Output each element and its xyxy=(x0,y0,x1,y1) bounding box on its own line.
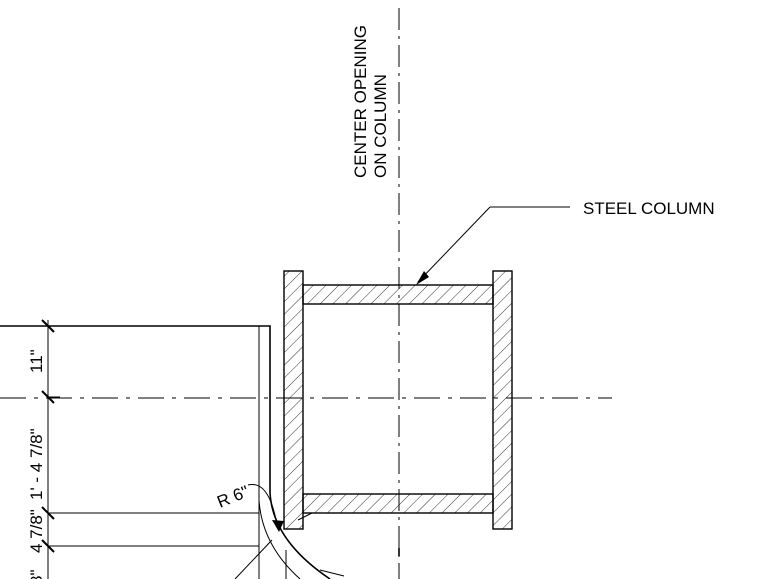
dimension-4-7-8: 4 7/8" xyxy=(27,509,46,553)
center-opening-label: CENTER OPENING ON COLUMN xyxy=(351,25,390,178)
right-flange xyxy=(492,270,513,530)
dimension-1-4-7-8: 1' - 4 7/8" xyxy=(27,428,46,500)
dimension-11: 11" xyxy=(27,349,46,373)
steel-column-label: STEEL COLUMN xyxy=(583,199,715,218)
dim-text-8: 8" xyxy=(27,570,46,579)
dimension-string xyxy=(41,319,259,579)
steel-column-leader xyxy=(416,206,570,285)
radius-label-group: R 6" xyxy=(214,482,251,512)
radius-callout xyxy=(234,483,400,579)
steel-column xyxy=(283,270,513,530)
dim-text-4-7-8: 4 7/8" xyxy=(27,509,46,553)
bottom-web xyxy=(302,493,494,514)
leader-arrowhead xyxy=(416,271,429,285)
left-flange xyxy=(283,270,304,530)
radius-label: R 6" xyxy=(214,482,251,512)
top-web xyxy=(302,284,494,305)
dimension-8: 8" xyxy=(27,570,46,579)
dim-text-11: 11" xyxy=(27,349,46,373)
center-line-label-line-1: CENTER OPENING xyxy=(351,25,370,178)
dim-text-1-4-7-8: 1' - 4 7/8" xyxy=(27,428,46,500)
radius-arrowhead xyxy=(272,520,284,532)
opening-outline xyxy=(0,325,331,579)
center-line-label-line-2: ON COLUMN xyxy=(371,74,390,178)
